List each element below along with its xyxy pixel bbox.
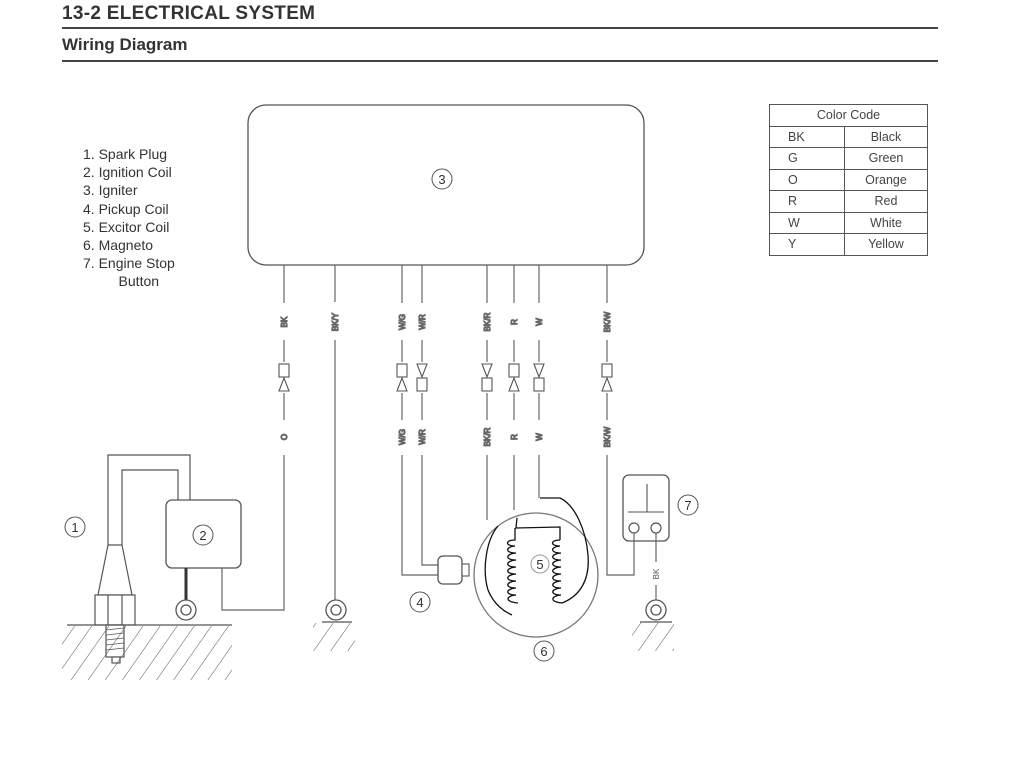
spark-plug-callout: 1 (64, 516, 86, 538)
wire-connector (396, 363, 408, 392)
wire-bk-o: BK O (278, 265, 290, 441)
wire-label-upper: W (535, 318, 544, 326)
ground-bk-y (313, 599, 355, 651)
wire-w: WW (533, 265, 545, 498)
legend-item-excitor-coil: 5. Excitor Coil (83, 218, 170, 235)
ht-lead-outer (107, 454, 191, 512)
wire-label-upper: BK/R (483, 312, 492, 331)
spark-plug-boot (97, 544, 133, 596)
wire-r: RR (508, 265, 520, 510)
excitor-coil: 5 (484, 497, 589, 616)
wire-connector (416, 363, 428, 392)
pickup-coil: 4 (401, 455, 470, 613)
page-subtitle: Wiring Diagram (62, 35, 188, 54)
wire-w-r: W/R W/R (416, 265, 428, 445)
igniter-callout: 3 (431, 168, 453, 190)
igniter-box (247, 104, 645, 266)
legend-item-magneto: 6. Magneto (83, 237, 154, 254)
wire-label-lower: W/R (418, 429, 427, 445)
callout-3: 3 (438, 172, 445, 187)
wire-connector (601, 363, 613, 392)
wire-label-upper: W/G (398, 314, 407, 330)
color-name: Green (844, 147, 928, 170)
legend-item-engine-stop: 7. Engine Stop (83, 255, 175, 272)
ht-lead-inner (121, 469, 179, 512)
legend-item-spark-plug: 1. Spark Plug (83, 146, 168, 162)
legend-item-pickup-coil: 4. Pickup Coil (83, 200, 169, 217)
wire-bk-y: BK/Y (330, 265, 341, 600)
subtitle-rule (62, 60, 938, 62)
legend-item-igniter: 3. Igniter (83, 182, 138, 199)
engine-stop-button[interactable]: BK 7 (606, 455, 699, 600)
color-name: Orange (844, 168, 928, 191)
magneto: 6 (473, 512, 599, 662)
callout-4: 4 (416, 595, 423, 610)
ignition-coil: 2 (165, 455, 285, 621)
wire-label-lower: W/G (398, 429, 407, 445)
wire-label-lower: W (535, 433, 544, 441)
callout-7: 7 (684, 498, 691, 513)
wire-label-upper: BK/W (603, 311, 612, 332)
color-name: Yellow (844, 233, 928, 256)
wire-label-lower: O (280, 434, 289, 440)
header-rule (62, 27, 938, 29)
color-name: Black (844, 125, 928, 148)
wire-label-upper: BK/Y (331, 312, 340, 331)
callout-1: 1 (71, 520, 78, 535)
wire-bk-w: BK/W BK/W (601, 265, 613, 448)
legend-item-engine-stop-cont: Button (103, 273, 160, 290)
ground-engine-left (62, 624, 232, 680)
wire-connector (508, 363, 520, 392)
wire-connector (481, 363, 493, 392)
wire-bk-r: BK/R BK/R (481, 265, 493, 520)
color-code-title: Color Code (769, 104, 928, 127)
callout-6: 6 (540, 644, 547, 659)
wire-label-lower: BK/R (483, 427, 492, 446)
ground-stop-button (632, 599, 674, 651)
wire-w-g: W/G W/G (396, 265, 408, 446)
section-title: 13-2 ELECTRICAL SYSTEM (62, 3, 316, 24)
wire-label-upper: W/R (418, 314, 427, 330)
color-name: Red (844, 190, 928, 213)
wire-connector (278, 363, 290, 392)
component-legend: 1. Spark Plug 2. Ignition Coil 3. Ignite… (83, 145, 175, 291)
wire-connector (533, 363, 545, 392)
wire-label-stop-bk: BK (652, 568, 661, 579)
wire-label-upper: BK (280, 316, 289, 327)
wire-label-lower: BK/W (603, 426, 612, 447)
spark-plug-hex (94, 594, 136, 626)
callout-2: 2 (199, 528, 206, 543)
wire-label-upper: R (510, 319, 519, 325)
legend-item-ignition-coil: 2. Ignition Coil (83, 164, 172, 181)
callout-5: 5 (536, 557, 543, 572)
wire-label-lower: R (510, 434, 519, 440)
